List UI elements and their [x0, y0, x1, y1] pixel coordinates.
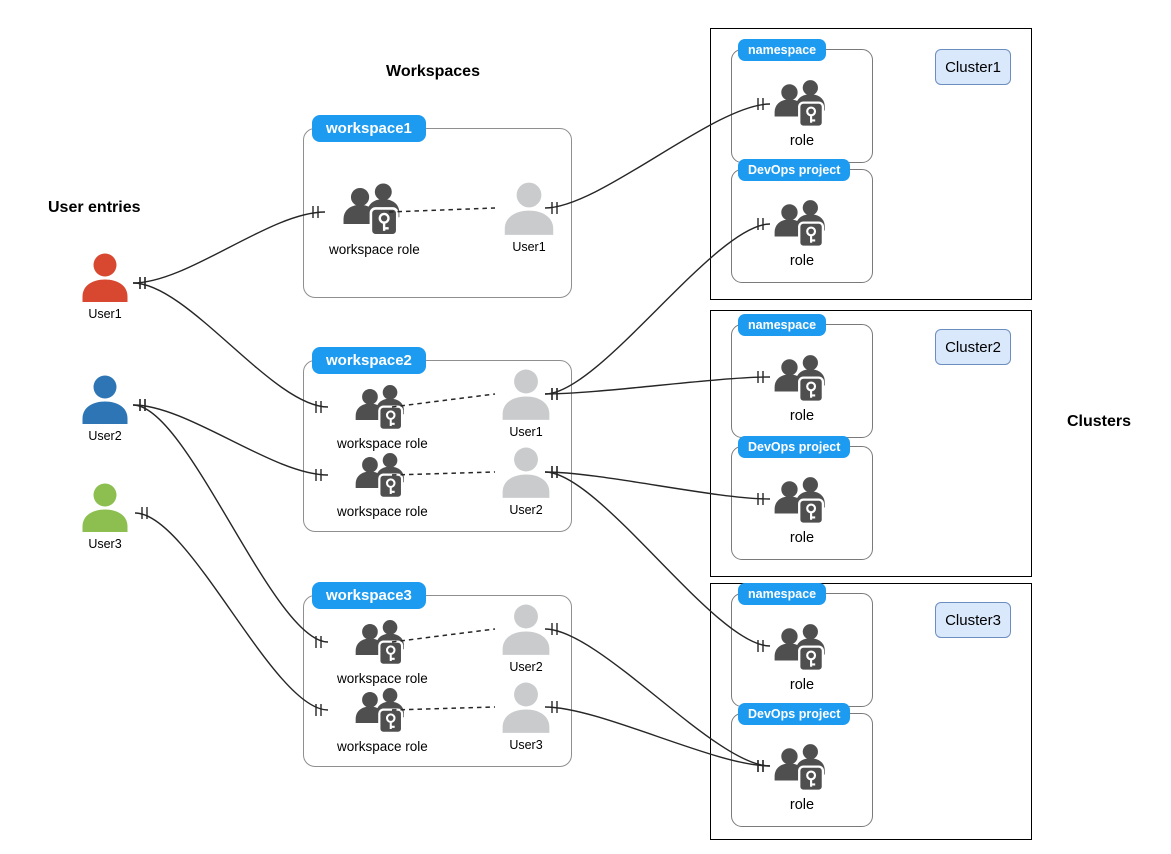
user2-person-icon [79, 374, 131, 426]
role-icon [774, 78, 830, 130]
workspace2-role2-figure: workspace role [337, 451, 428, 519]
workspace2-tag: workspace2 [312, 347, 426, 374]
cluster3-devops-box: DevOps project role [731, 703, 873, 827]
workspace3-box: workspace3 workspace role User2 workspac… [303, 582, 572, 767]
workspace1-user1-label: User1 [512, 240, 546, 254]
gray-user-icon [499, 446, 553, 500]
role-label: role [789, 408, 815, 424]
workspace2-role1-figure: workspace role [337, 383, 428, 451]
cluster2-box: Cluster2 namespace role DevOps project r… [710, 310, 1032, 577]
workspace3-user2-label: User2 [509, 660, 543, 674]
workspace-role-icon [355, 383, 409, 433]
gray-user-icon [499, 368, 553, 422]
workspace1-tag: workspace1 [312, 115, 426, 142]
role-label: role [789, 677, 815, 693]
gray-user-icon [499, 603, 553, 657]
workspace3-user3-figure: User3 [499, 681, 553, 752]
workspace-role-label: workspace role [337, 739, 428, 754]
workspace3-tag: workspace3 [312, 582, 426, 609]
cluster3-namespace-box: namespace role [731, 583, 873, 707]
cluster3-namespace-role-figure: role [774, 622, 830, 693]
user-entries-heading: User entries [48, 199, 141, 216]
cluster1-devops-box: DevOps project role [731, 159, 873, 283]
cluster2-devops-box: DevOps project role [731, 436, 873, 560]
cluster3-devops-tag: DevOps project [738, 703, 851, 725]
cluster1-namespace-tag: namespace [738, 39, 827, 61]
role-icon [774, 198, 830, 250]
workspace-role-label: workspace role [329, 242, 420, 257]
cluster2-devops-tag: DevOps project [738, 436, 851, 458]
user2-label: User2 [88, 429, 122, 443]
cluster2-namespace-tag: namespace [738, 314, 827, 336]
workspace-role-label: workspace role [337, 436, 428, 451]
workspace2-user2-figure: User2 [499, 446, 553, 517]
cluster2-devops-role-figure: role [774, 475, 830, 546]
cluster1-badge: Cluster1 [935, 49, 1011, 85]
workspace1-role-figure: workspace role [329, 181, 420, 257]
user1-person-icon [79, 252, 131, 304]
workspace2-user2-label: User2 [509, 503, 543, 517]
cluster2-namespace-box: namespace role [731, 314, 873, 438]
user3-person-icon [79, 482, 131, 534]
user-entry-user2: User2 [79, 374, 131, 443]
workspace-role-label: workspace role [337, 671, 428, 686]
workspace1-user1-figure: User1 [501, 181, 557, 254]
workspaces-heading: Workspaces [386, 63, 480, 80]
workspace-role-label: workspace role [337, 504, 428, 519]
role-icon [774, 475, 830, 527]
role-label: role [789, 797, 815, 813]
workspace3-user3-label: User3 [509, 738, 543, 752]
workspace1-box: workspace1 workspace role User1 [303, 115, 572, 298]
clusters-heading: Clusters [1067, 413, 1132, 430]
role-icon [774, 353, 830, 405]
cluster1-box: Cluster1 namespace role DevOps project r… [710, 28, 1032, 300]
cluster3-box: Cluster3 namespace role DevOps project r… [710, 583, 1032, 840]
workspace2-box: workspace2 workspace role User1 workspac… [303, 347, 572, 532]
workspace-role-icon [355, 451, 409, 501]
cluster3-devops-role-figure: role [774, 742, 830, 813]
workspace3-user2-figure: User2 [499, 603, 553, 674]
user1-label: User1 [88, 307, 122, 321]
role-label: role [789, 253, 815, 269]
role-label: role [789, 530, 815, 546]
role-icon [774, 742, 830, 794]
cluster1-namespace-role-figure: role [774, 78, 830, 149]
user3-label: User3 [88, 537, 122, 551]
cluster2-badge: Cluster2 [935, 329, 1011, 365]
workspace3-role1-figure: workspace role [337, 618, 428, 686]
cluster2-namespace-role-figure: role [774, 353, 830, 424]
role-label: role [789, 133, 815, 149]
cluster1-devops-role-figure: role [774, 198, 830, 269]
cluster1-devops-tag: DevOps project [738, 159, 851, 181]
gray-user-icon [499, 681, 553, 735]
role-icon [774, 622, 830, 674]
cluster3-namespace-tag: namespace [738, 583, 827, 605]
workspace2-user1-label: User1 [509, 425, 543, 439]
workspace-role-icon [355, 686, 409, 736]
gray-user-icon [501, 181, 557, 237]
workspace2-user1-figure: User1 [499, 368, 553, 439]
workspace3-role2-figure: workspace role [337, 686, 428, 754]
workspace-role-icon [355, 618, 409, 668]
workspace-role-icon [343, 181, 405, 239]
user-entry-user3: User3 [79, 482, 131, 551]
cluster1-namespace-box: namespace role [731, 39, 873, 163]
cluster3-badge: Cluster3 [935, 602, 1011, 638]
user-entry-user1: User1 [79, 252, 131, 321]
